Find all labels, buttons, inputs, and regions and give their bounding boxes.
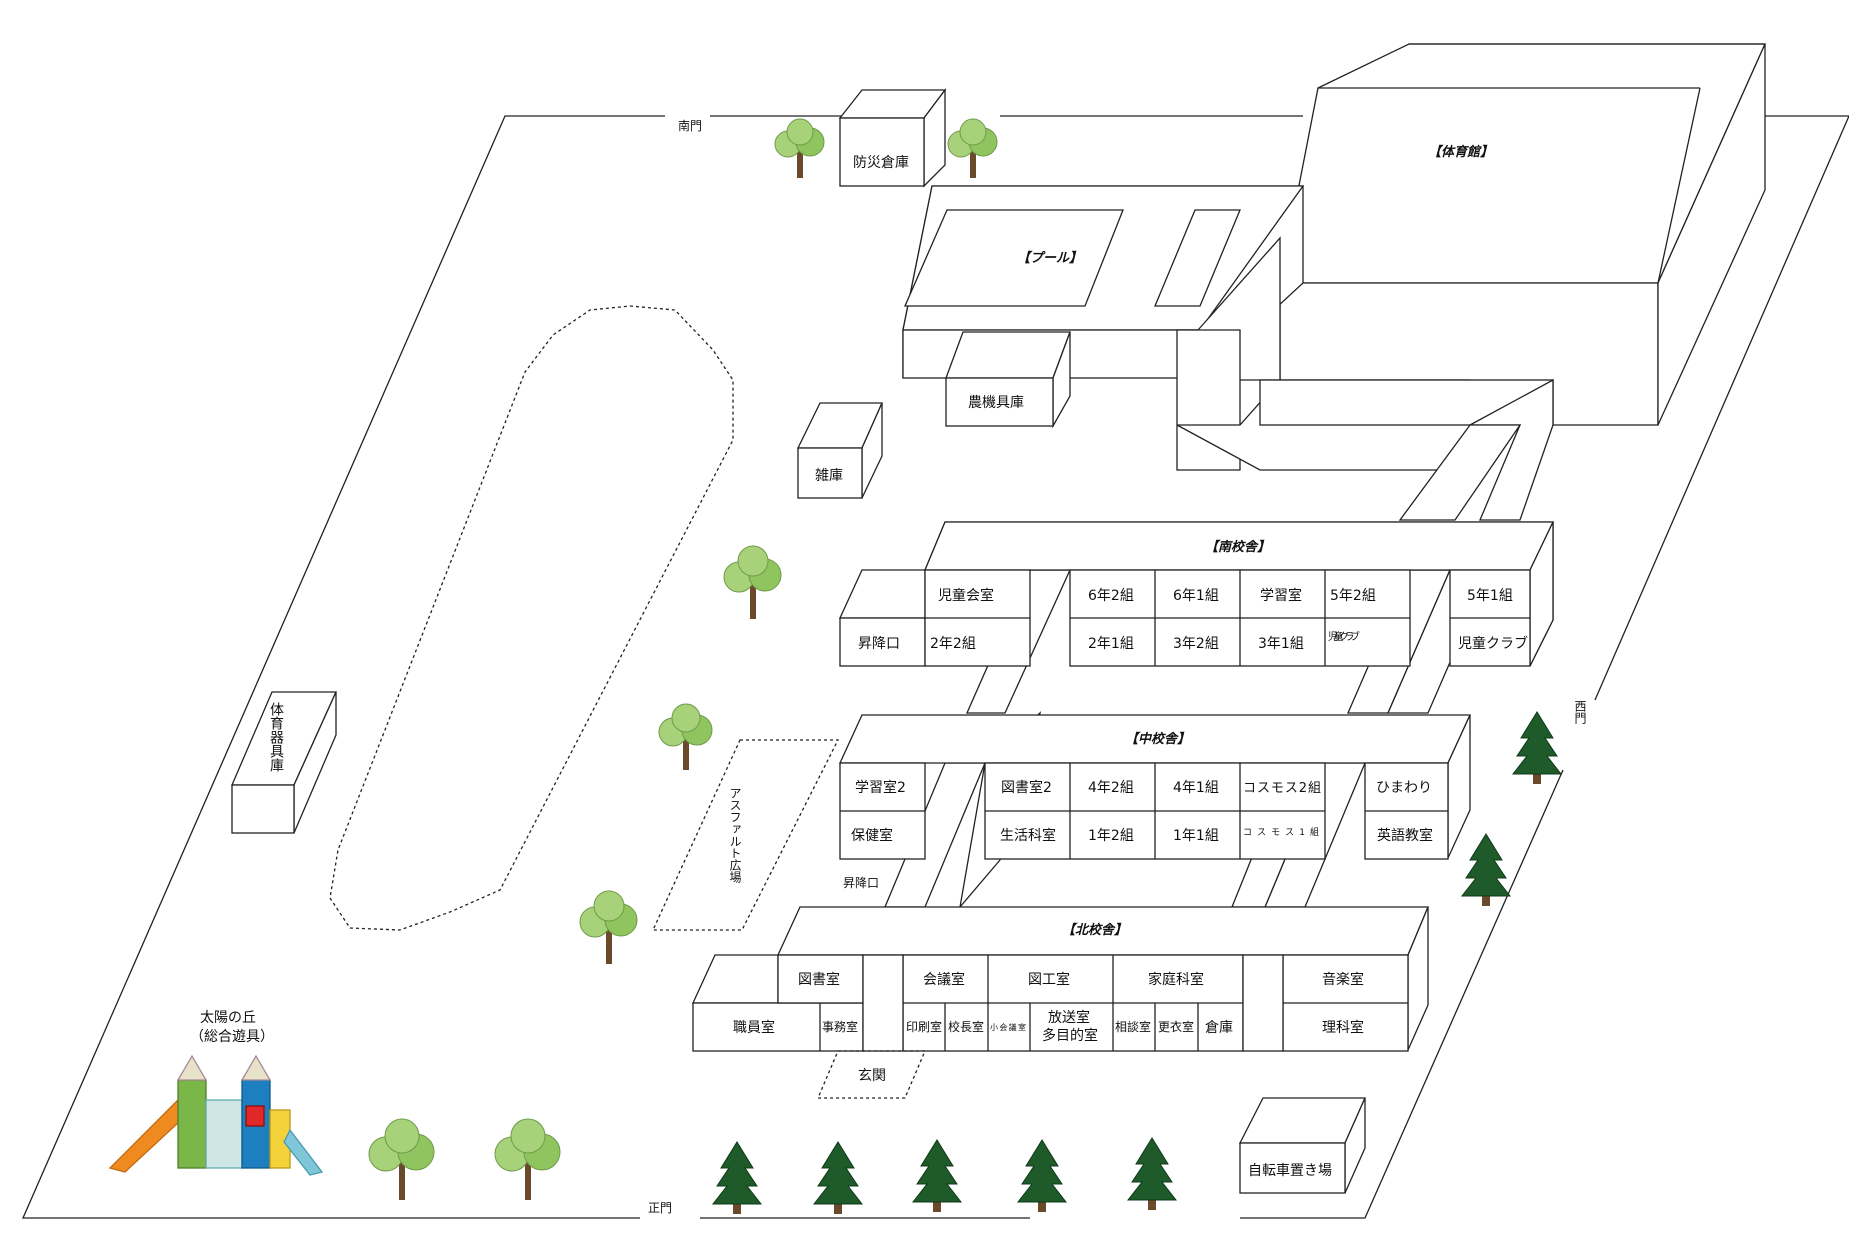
- room-tamokuteki: 多目的室: [1042, 1027, 1098, 1044]
- room-jimu: 事務室: [822, 1019, 858, 1034]
- taiiku-kigu-label: 体育器具庫: [268, 702, 284, 772]
- room-2-1: 2年1組: [1088, 636, 1134, 652]
- pine-tree-icon: [1016, 1139, 1068, 1212]
- room-souko: 倉庫: [1205, 1019, 1233, 1036]
- asphalt-plaza-label: アスファルト広場: [728, 787, 742, 884]
- tree-icon: [947, 118, 998, 178]
- room-shokouguchi-middle: 昇降口: [843, 876, 879, 890]
- bousai-building: 防災倉庫: [838, 88, 947, 188]
- room-4-2: 4年2組: [1088, 780, 1134, 796]
- middle-wing: 【中校舎】 学習室2 保健室 昇降口 図書室2 4年2組 4年1組 コスモス2組…: [838, 714, 1472, 890]
- room-shokouguchi-south: 昇降口: [858, 636, 900, 652]
- bicycle-shed: 自転車置き場: [1238, 1097, 1367, 1194]
- playground-equipment: 太陽の丘 （総合遊具）: [108, 1010, 324, 1176]
- room-3-1: 3年1組: [1258, 636, 1304, 652]
- pool-label: 【プール】: [1017, 250, 1082, 266]
- noukigu-building: 農機具庫: [945, 331, 1071, 429]
- entrance-label: 玄関: [858, 1067, 886, 1084]
- room-gakushu: 学習室: [1260, 587, 1302, 604]
- room-shokuin: 職員室: [733, 1019, 775, 1036]
- noukigu-label: 農機具庫: [968, 394, 1024, 411]
- site-boundary: [22, 115, 1849, 1219]
- room-eigo: 英語教室: [1377, 827, 1433, 844]
- room-gakushu2: 学習室2: [855, 779, 906, 796]
- room-sodan: 相談室: [1115, 1019, 1151, 1034]
- zakko-building: 雑庫: [796, 402, 884, 499]
- room-koui: 更衣室: [1158, 1019, 1194, 1034]
- tree-icon: [494, 1118, 561, 1200]
- pine-tree-icon: [711, 1141, 763, 1214]
- north-wing-title: 【北校舎】: [1062, 922, 1127, 938]
- room-1-1: 1年1組: [1173, 828, 1219, 844]
- playground-title: 太陽の丘: [200, 1010, 256, 1026]
- pine-tree-icon: [812, 1141, 864, 1214]
- south-wing: 【南校舎】 昇降口 児童会室 2年2組 6年2組 6年1組 学習室 5年2組 2…: [838, 521, 1555, 667]
- tree-icon: [579, 890, 638, 964]
- conifer-trees: [711, 711, 1563, 1214]
- room-seikatsu: 生活科室: [1000, 827, 1056, 844]
- tree-icon: [774, 118, 825, 178]
- room-3-2: 3年2組: [1173, 636, 1219, 652]
- middle-wing-title: 【中校舎】: [1125, 731, 1190, 747]
- pine-tree-icon: [1511, 711, 1563, 784]
- tree-icon: [723, 545, 782, 619]
- room-4-1: 4年1組: [1173, 780, 1219, 796]
- gym-label: 【体育館】: [1428, 144, 1493, 160]
- asphalt-plaza: [651, 739, 840, 931]
- gymnasium: 【体育館】: [1279, 43, 1767, 426]
- bicycle-label: 自転車置き場: [1248, 1162, 1332, 1179]
- room-zuko: 図工室: [1028, 971, 1070, 988]
- room-kaigi: 会議室: [923, 971, 965, 988]
- room-6-2: 6年2組: [1088, 588, 1134, 604]
- room-5-2: 5年2組: [1330, 588, 1376, 604]
- pine-tree-icon: [1460, 833, 1512, 906]
- room-ongaku: 音楽室: [1322, 971, 1364, 988]
- gate-main: 正門: [648, 1201, 672, 1215]
- room-himawari: ひまわり: [1376, 780, 1432, 796]
- pine-tree-icon: [1126, 1137, 1178, 1210]
- room-cosmos2: コスモス2組: [1243, 781, 1321, 796]
- room-jidou-club: 児童クラブ: [1458, 635, 1528, 652]
- tree-icon: [368, 1118, 435, 1200]
- room-jidou-club-small: 児童クラブ: [1328, 630, 1360, 643]
- room-katei: 家庭科室: [1148, 971, 1204, 988]
- room-hoken: 保健室: [851, 827, 893, 844]
- north-wing: 【北校舎】 図書室 職員室 事務室 会議室 印刷室 校長室 図工室 小会議室 放…: [691, 906, 1429, 1099]
- room-1-2: 1年2組: [1088, 828, 1134, 844]
- room-hoso: 放送室: [1048, 1009, 1090, 1026]
- room-tosho2: 図書室2: [1001, 779, 1052, 796]
- playground-subtitle: （総合遊具）: [190, 1029, 274, 1045]
- zakko-label: 雑庫: [815, 467, 843, 484]
- room-insatsu: 印刷室: [906, 1019, 942, 1034]
- room-6-1: 6年1組: [1173, 588, 1219, 604]
- tree-icon: [658, 703, 713, 770]
- pine-tree-icon: [911, 1139, 963, 1212]
- taiiku-kigu-building: 体育器具庫: [231, 691, 338, 834]
- deciduous-trees: [368, 118, 998, 1200]
- room-2-2: 2年2組: [930, 636, 976, 652]
- gate-south: 南門: [678, 118, 702, 133]
- south-wing-title: 【南校舎】: [1205, 539, 1270, 555]
- bousai-label: 防災倉庫: [853, 154, 909, 171]
- gate-west: 西門: [1573, 700, 1587, 724]
- room-tosho: 図書室: [798, 971, 840, 988]
- room-rika: 理科室: [1322, 1019, 1364, 1036]
- room-5-1: 5年1組: [1467, 588, 1513, 604]
- running-track: [329, 305, 734, 931]
- room-jidoukai: 児童会室: [938, 587, 994, 604]
- room-shokaigi: 小会議室: [990, 1022, 1026, 1032]
- room-kocho: 校長室: [948, 1019, 984, 1034]
